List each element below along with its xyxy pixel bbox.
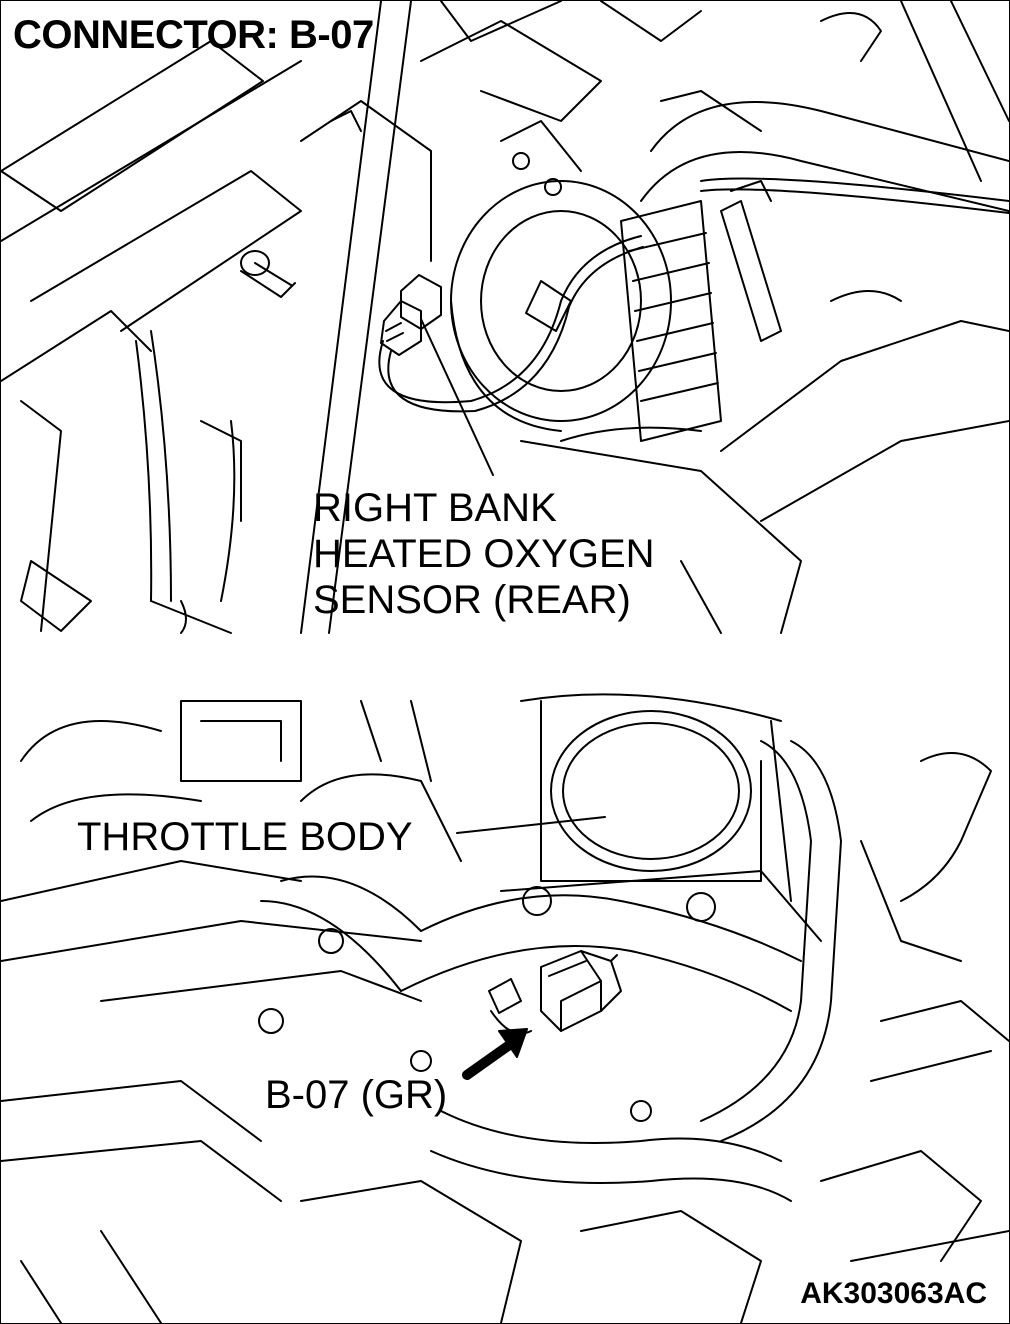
oxygen-sensor-label-line3: SENSOR (REAR) [313,578,631,622]
oxygen-sensor-label-line1: RIGHT BANK [313,486,557,530]
oxygen-sensor-label: RIGHT BANK HEATED OXYGEN SENSOR (REAR) [313,485,733,623]
throttle-body-label: THROTTLE BODY [77,815,413,859]
top-illustration [1,1,1009,634]
connector-label: B-07 (GR) [265,1073,448,1117]
figure-id: AK303063AC [800,1277,987,1310]
bottom-illustration [1,693,1009,1323]
oxygen-sensor-label-line2: HEATED OXYGEN [313,532,655,576]
page-title: CONNECTOR: B-07 [13,13,374,57]
